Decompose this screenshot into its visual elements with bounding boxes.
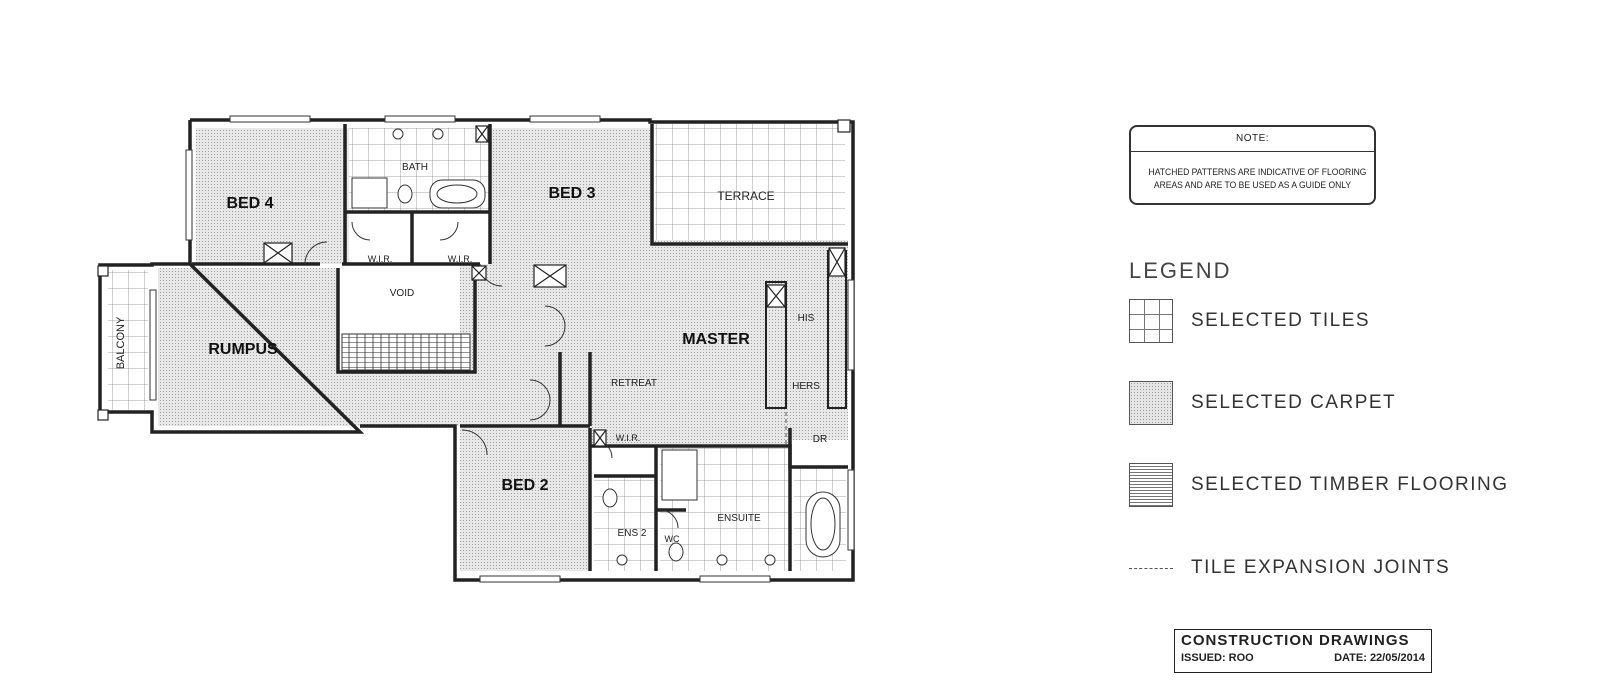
note-title: NOTE: bbox=[1131, 127, 1374, 152]
room-label-bed3: BED 3 bbox=[548, 185, 595, 202]
timber-swatch-icon bbox=[1129, 463, 1173, 507]
room-label-bed4: BED 4 bbox=[226, 195, 273, 212]
room-label-balcony: BALCONY bbox=[115, 316, 127, 369]
note-line-2: AREAS AND ARE TO BE USED AS A GUIDE ONLY bbox=[1153, 180, 1352, 191]
walls bbox=[98, 118, 855, 582]
cupboards bbox=[97, 119, 851, 447]
legend-item-timber: SELECTED TIMBER FLOORING bbox=[1129, 463, 1509, 507]
fixtures bbox=[351, 128, 841, 566]
flooring-timber bbox=[341, 333, 471, 371]
legend-title: LEGEND bbox=[1129, 258, 1232, 283]
room-label-hers: HERS bbox=[792, 381, 820, 392]
room-label-his: HIS bbox=[798, 313, 815, 324]
room-label-ensuite: ENSUITE bbox=[717, 513, 761, 524]
room-label-wir-bed4: W.I.R. bbox=[368, 254, 393, 264]
room-label-ens2: ENS 2 bbox=[618, 528, 647, 539]
windows bbox=[149, 115, 855, 583]
date-label: DATE: 22/05/2014 bbox=[1334, 652, 1425, 664]
room-label-bed2: BED 2 bbox=[501, 477, 548, 494]
room-label-wc: WC bbox=[665, 534, 680, 544]
room-label-terrace: TERRACE bbox=[717, 189, 774, 203]
tiles-swatch-icon bbox=[1129, 299, 1173, 343]
dashed-line-icon bbox=[1129, 567, 1173, 569]
room-label-bath: BATH bbox=[402, 162, 428, 173]
legend-label: SELECTED TIMBER FLOORING bbox=[1191, 474, 1509, 495]
legend-item-tiles: SELECTED TILES bbox=[1129, 299, 1370, 343]
carpet-swatch-icon bbox=[1129, 381, 1173, 425]
stairs bbox=[345, 333, 470, 370]
title-block-title: CONSTRUCTION DRAWINGS bbox=[1181, 632, 1410, 649]
flooring-carpet bbox=[158, 128, 848, 571]
room-label-wir-bed3: W.I.R. bbox=[448, 254, 473, 264]
room-label-rumpus: RUMPUS bbox=[208, 341, 278, 358]
doors bbox=[304, 221, 679, 529]
note-text: HATCHED PATTERNS ARE INDICATIVE OF FLOOR… bbox=[1143, 152, 1367, 192]
note-box: NOTE: HATCHED PATTERNS ARE INDICATIVE OF… bbox=[1129, 125, 1376, 205]
legend-label: SELECTED CARPET bbox=[1191, 392, 1397, 413]
legend-item-expansion-joints: TILE EXPANSION JOINTS bbox=[1129, 557, 1450, 579]
legend-item-carpet: SELECTED CARPET bbox=[1129, 381, 1396, 425]
room-label-wir-bed2: W.I.R. bbox=[616, 433, 641, 443]
room-label-master: MASTER bbox=[682, 331, 750, 348]
legend-label: TILE EXPANSION JOINTS bbox=[1191, 557, 1451, 578]
title-block: CONSTRUCTION DRAWINGS ISSUED: ROO DATE: … bbox=[1174, 629, 1432, 673]
room-label-dr: DR bbox=[813, 434, 827, 445]
room-label-void: VOID bbox=[390, 288, 414, 299]
note-line-1: HATCHED PATTERNS ARE INDICATIVE OF FLOOR… bbox=[1148, 167, 1367, 178]
room-labels: BED 4 BED 3 BATH TERRACE W.I.R. W.I.R. V… bbox=[115, 162, 827, 544]
issued-label: ISSUED: ROO bbox=[1181, 652, 1254, 664]
room-label-retreat: RETREAT bbox=[611, 378, 657, 389]
legend-label: SELECTED TILES bbox=[1191, 310, 1371, 331]
